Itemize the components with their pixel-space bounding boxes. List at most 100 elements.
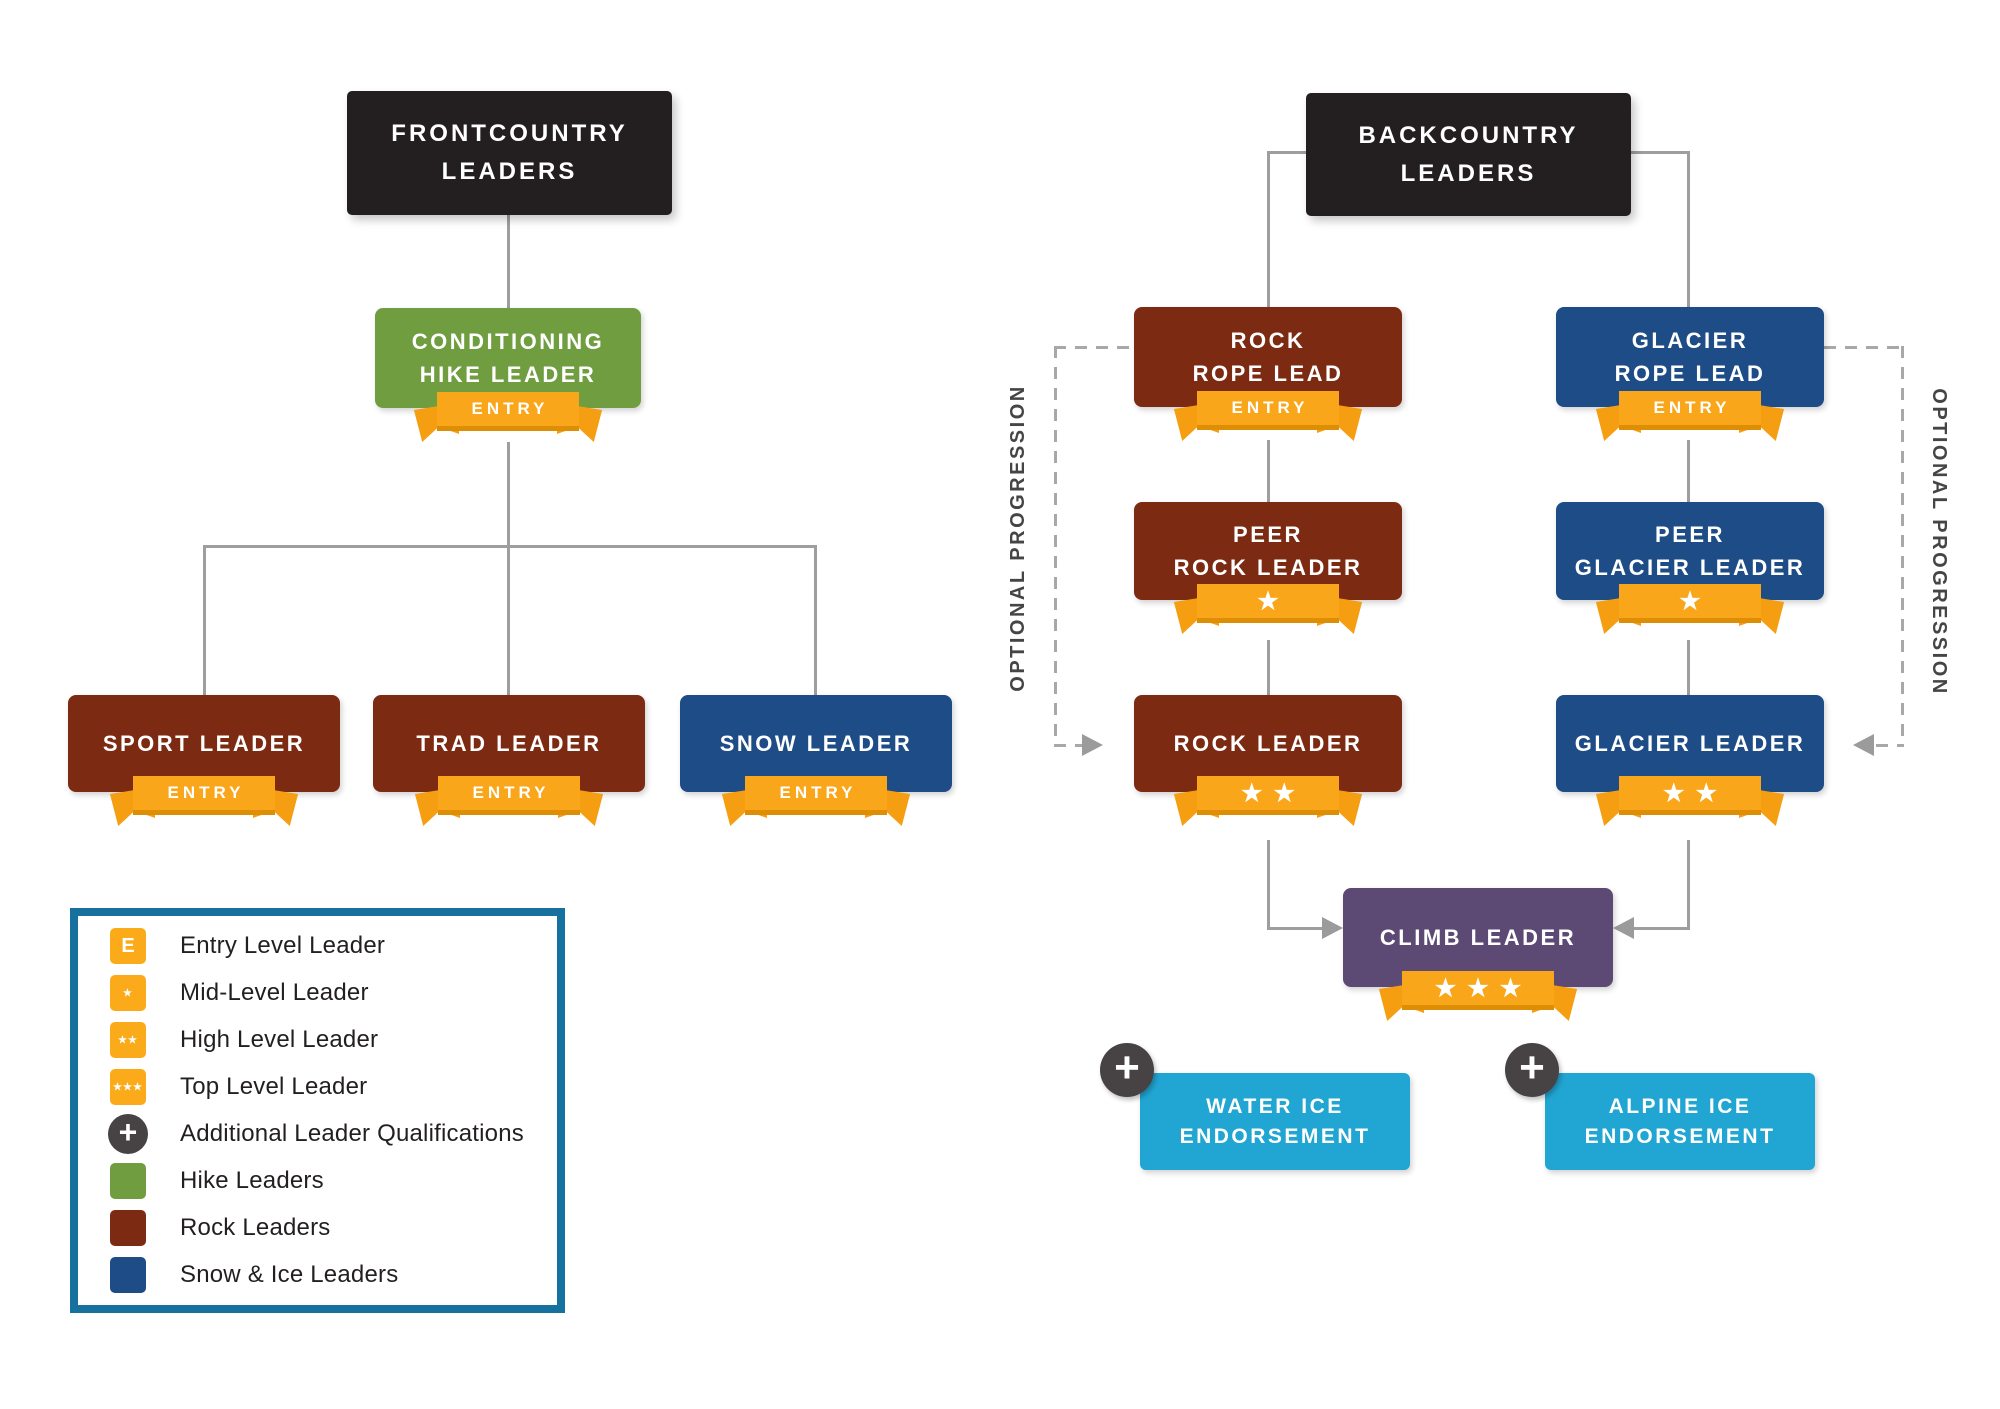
legend-row: E Entry Level Leader: [106, 923, 557, 970]
ribbon-band: ★: [1197, 584, 1339, 623]
one-star-ribbon: ★: [1595, 584, 1785, 634]
legend-label: Top Level Leader: [180, 1073, 368, 1100]
connector-line: [814, 545, 817, 695]
title-line: FRONTCOUNTRY: [391, 120, 628, 147]
connector-line: [203, 545, 817, 548]
ribbon-band: ★★: [1619, 776, 1761, 815]
alpine-ice-endorsement-box: ALPINE ICE ENDORSEMENT: [1545, 1073, 1815, 1170]
title-line: LEADERS: [1400, 159, 1537, 187]
node-label: ROCK LEADER: [1173, 731, 1363, 756]
legend-row: Rock Leaders: [106, 1205, 557, 1252]
node-label: GLACIER LEADER: [1574, 731, 1806, 756]
connector-line: [507, 215, 510, 309]
optional-progression-arrowhead: [1082, 734, 1103, 756]
node-label: TRAD LEADER: [416, 731, 602, 756]
node-label-line: WATER ICE: [1206, 1094, 1344, 1118]
ribbon-band: ENTRY: [437, 392, 579, 431]
node-label: SNOW LEADER: [719, 731, 913, 756]
ribbon-band: ENTRY: [1197, 391, 1339, 430]
optional-progression-dashed-line: [1824, 346, 1904, 349]
backcountry-leaders-box: BACKCOUNTRY LEADERS: [1306, 93, 1631, 216]
ribbon-band: ★: [1619, 584, 1761, 623]
legend-row: ★ Mid-Level Leader: [106, 970, 557, 1017]
legend-label: Rock Leaders: [180, 1214, 331, 1241]
three-star-ribbon: ★★★: [1378, 971, 1578, 1021]
high-level-stars-icon: ★★: [110, 1022, 146, 1058]
title-line: BACKCOUNTRY: [1358, 121, 1579, 149]
legend-label: Entry Level Leader: [180, 932, 386, 959]
optional-progression-dashed-line: [1054, 346, 1134, 349]
sport-leader-box: SPORT LEADER ENTRY: [68, 695, 340, 826]
plus-icon: +: [1100, 1043, 1154, 1097]
node-label-line: ALPINE ICE: [1608, 1094, 1752, 1118]
frontcountry-leaders-box: FRONTCOUNTRY LEADERS: [347, 91, 672, 215]
connector-line: [1267, 640, 1270, 695]
entry-ribbon: ENTRY: [109, 776, 299, 826]
ribbon-band: ENTRY: [1619, 391, 1761, 430]
rock-leader-box: ROCK LEADER ★★: [1134, 695, 1402, 826]
connector-line: [1628, 151, 1690, 154]
water-ice-endorsement-box: WATER ICE ENDORSEMENT: [1140, 1073, 1410, 1170]
trad-leader-box: TRAD LEADER ENTRY: [373, 695, 645, 826]
entry-level-icon: E: [110, 928, 146, 964]
connector-line: [1267, 440, 1270, 502]
one-star-ribbon: ★: [1173, 584, 1363, 634]
connector-line: [1267, 840, 1270, 930]
connector-line: [1687, 840, 1690, 930]
rock-leaders-swatch: [110, 1210, 146, 1246]
optional-progression-label-right: OPTIONAL PROGRESSION: [1928, 388, 1950, 696]
entry-ribbon: ENTRY: [414, 776, 604, 826]
optional-progression-dashed-line: [1054, 346, 1057, 746]
connector-line: [1267, 151, 1309, 154]
glacier-rope-lead-box: GLACIER ROPE LEAD ENTRY: [1556, 307, 1824, 441]
snow-ice-leaders-swatch: [110, 1257, 146, 1293]
node-label-line: GLACIER: [1631, 328, 1749, 353]
node-label-line: HIKE LEADER: [419, 362, 597, 387]
glacier-leader-box: GLACIER LEADER ★★: [1556, 695, 1824, 826]
optional-progression-arrowhead: [1853, 734, 1874, 756]
entry-ribbon: ENTRY: [721, 776, 911, 826]
node-label-line: ROPE LEAD: [1614, 361, 1766, 386]
node-label-line: ROCK LEADER: [1173, 555, 1363, 580]
legend-row: Snow & Ice Leaders: [106, 1252, 557, 1299]
legend-row: ★★★ Top Level Leader: [106, 1064, 557, 1111]
ribbon-band: ★★★: [1402, 971, 1554, 1010]
node-label-line: ENDORSEMENT: [1179, 1124, 1371, 1148]
arrowhead-into-climb-leader: [1322, 917, 1343, 939]
connector-line: [1267, 151, 1270, 307]
connector-line: [1687, 640, 1690, 695]
plus-icon: +: [1505, 1043, 1559, 1097]
node-label-line: CONDITIONING: [411, 329, 605, 354]
node-label-line: ROCK: [1230, 328, 1306, 353]
peer-glacier-leader-box: PEER GLACIER LEADER ★: [1556, 502, 1824, 634]
connector-line: [203, 545, 206, 695]
ribbon-band: ★★: [1197, 776, 1339, 815]
legend-label: Additional Leader Qualifications: [180, 1120, 524, 1147]
arrowhead-into-climb-leader: [1613, 917, 1634, 939]
legend-label: Mid-Level Leader: [180, 979, 369, 1006]
optional-progression-label-left: OPTIONAL PROGRESSION: [1007, 384, 1029, 692]
plus-icon: +: [108, 1114, 148, 1154]
optional-progression-dashed-line: [1901, 346, 1904, 746]
conditioning-hike-leader-box: CONDITIONING HIKE LEADER ENTRY: [375, 308, 641, 442]
legend-label: Snow & Ice Leaders: [180, 1261, 399, 1288]
peer-rock-leader-box: PEER ROCK LEADER ★: [1134, 502, 1402, 634]
ribbon-band: ENTRY: [745, 776, 887, 815]
rock-rope-lead-box: ROCK ROPE LEAD ENTRY: [1134, 307, 1402, 441]
legend-label: High Level Leader: [180, 1026, 379, 1053]
node-label-line: PEER: [1233, 522, 1303, 547]
ribbon-band: ENTRY: [133, 776, 275, 815]
connector-line: [507, 442, 510, 546]
entry-ribbon: ENTRY: [413, 392, 603, 442]
title-line: LEADERS: [441, 158, 578, 185]
climb-leader-box: CLIMB LEADER ★★★: [1343, 888, 1613, 1021]
mid-level-star-icon: ★: [110, 975, 146, 1011]
entry-ribbon: ENTRY: [1173, 391, 1363, 441]
connector-line: [1687, 440, 1690, 502]
node-label-line: ENDORSEMENT: [1584, 1124, 1776, 1148]
connector-line: [1634, 927, 1690, 930]
legend-row: ★★ High Level Leader: [106, 1017, 557, 1064]
legend-row: + Additional Leader Qualifications: [106, 1111, 557, 1158]
legend-row: Hike Leaders: [106, 1158, 557, 1205]
legend: E Entry Level Leader ★ Mid-Level Leader …: [70, 908, 565, 1313]
